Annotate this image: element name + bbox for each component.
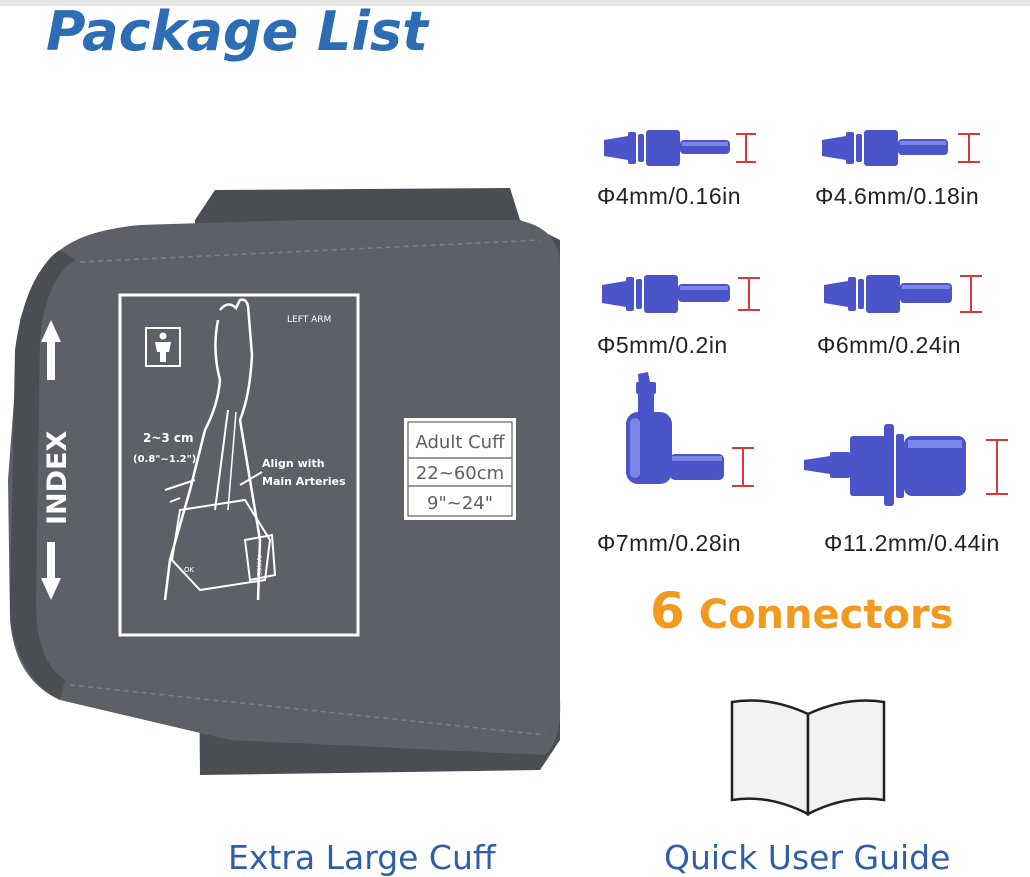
page-title: Package List <box>46 0 428 63</box>
connectors-count: 6 <box>650 582 685 640</box>
open-book-icon <box>730 699 886 817</box>
cuff-stitch-top <box>79 239 541 263</box>
connectors-heading: 6 Connectors <box>650 582 954 640</box>
connector-4-icon <box>824 275 982 313</box>
connector-1-icon <box>604 130 756 166</box>
connectors-heading-text: Connectors <box>684 592 954 638</box>
connector-2-icon <box>822 130 980 166</box>
connector-3-label: Φ5mm/0.2in <box>597 332 728 358</box>
connector-1-label: Φ4mm/0.16in <box>597 183 742 209</box>
align-arrow-icon <box>239 471 263 486</box>
ok-label: OK <box>184 566 195 574</box>
index-arrow-up-icon <box>41 320 61 380</box>
connector-3-icon <box>602 275 760 313</box>
connector-6-icon <box>804 424 1008 506</box>
connector-5-icon <box>626 372 754 487</box>
top-border <box>0 0 1030 6</box>
cuff-left-edge <box>10 250 75 700</box>
instruction-panel <box>118 293 360 637</box>
measure-cm: 2~3 cm <box>143 431 194 445</box>
range-label: RANGE <box>255 555 262 576</box>
size-box <box>404 418 516 520</box>
size-box-name: Adult Cuff <box>416 432 506 453</box>
connector-5-label: Φ7mm/0.28in <box>597 530 742 556</box>
blood-pressure-cuff-image: INDEX LEFT ARM OK RANGE 2~3 cm (0.8"~1.2… <box>8 188 561 775</box>
guide-caption: Quick User Guide <box>664 838 951 877</box>
align-line2: Main Arteries <box>262 475 346 488</box>
size-box-in: 9"~24" <box>427 493 493 514</box>
left-arm-label: LEFT ARM <box>287 315 331 325</box>
connector-2-label: Φ4.6mm/0.18in <box>815 183 980 209</box>
arm-cuff-outline <box>170 498 272 592</box>
cuff-caption: Extra Large Cuff <box>228 838 496 877</box>
arm-cuff-tab <box>243 533 277 582</box>
connector-4-label: Φ6mm/0.24in <box>817 332 962 358</box>
artery-line <box>214 409 229 511</box>
size-box-cm: 22~60cm <box>416 463 504 484</box>
measure-in: (0.8"~1.2") <box>133 454 196 465</box>
measure-arrow-icon <box>164 479 196 503</box>
cuff-stitch-bottom <box>69 684 546 736</box>
person-icon-box <box>145 327 181 367</box>
index-label: INDEX <box>42 431 73 525</box>
align-line1: Align with <box>262 457 325 470</box>
connector-6-label: Φ11.2mm/0.44in <box>824 530 1000 556</box>
arm-outline-icon <box>163 298 262 601</box>
index-arrow-down-icon <box>41 542 61 600</box>
person-icon <box>155 332 171 362</box>
artery-line-2 <box>227 411 237 511</box>
